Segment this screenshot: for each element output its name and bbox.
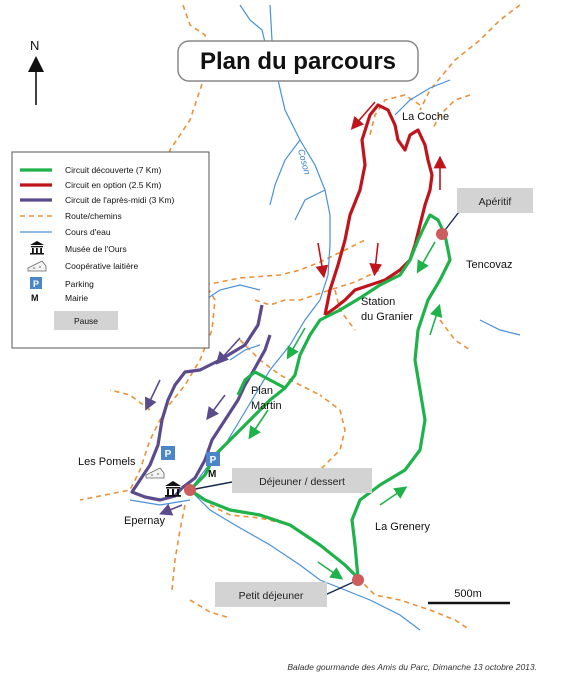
- scale-label: 500m: [454, 588, 482, 600]
- legend-green: Circuit découverte (7 Km): [65, 165, 162, 175]
- green-arrow: [286, 327, 306, 360]
- legend-pause: Pause: [74, 316, 98, 326]
- stream: [229, 344, 261, 361]
- cheese-icon: [27, 260, 47, 272]
- stream: [394, 79, 451, 116]
- purple-arrow: [144, 379, 161, 411]
- museum-icon: [30, 241, 44, 255]
- parking-icon: [161, 446, 175, 460]
- green-arrow: [248, 409, 269, 440]
- red-circuit: [323, 103, 434, 317]
- credit-line: Balade gourmande des Amis du Parc, Diman…: [287, 662, 537, 672]
- stream: [294, 189, 326, 221]
- museum-icon: [165, 481, 181, 497]
- red-arrow: [369, 242, 383, 277]
- stream: [269, 139, 301, 206]
- place-epernay: Epernay: [124, 515, 165, 527]
- map-title: Plan du parcours: [200, 48, 396, 75]
- mairie-icon: M: [208, 469, 216, 480]
- red-route: [323, 103, 434, 317]
- legend-mairie: Mairie: [65, 293, 88, 303]
- parking-icon-letter: P: [210, 455, 217, 466]
- north-label: N: [30, 38, 39, 53]
- road: [171, 504, 186, 591]
- place-plan-line1: Plan: [251, 385, 273, 397]
- road: [239, 339, 321, 396]
- road: [79, 409, 166, 501]
- legend-water: Cours d'eau: [65, 227, 111, 237]
- direction-arrows: [144, 101, 447, 580]
- place-tencovaz: Tencovaz: [466, 259, 512, 271]
- petit-dejeuner-callout: [215, 582, 327, 607]
- purple-route-b: [181, 334, 272, 490]
- legend-museum: Musée de l'Ours: [65, 244, 127, 254]
- river-label: Coson: [296, 148, 312, 176]
- place-la-grenery: La Grenery: [375, 521, 431, 533]
- aperitif-callout: [457, 188, 533, 213]
- red-arrow: [350, 101, 376, 130]
- road: [357, 577, 471, 631]
- green-arrow: [429, 303, 443, 336]
- aperitif-label: Apéritif: [479, 196, 512, 208]
- purple-arrow: [206, 394, 226, 421]
- mairie-icon: M: [31, 293, 39, 303]
- legend: Circuit découverte (7 Km) Circuit en opt…: [11, 151, 210, 349]
- road: [149, 4, 211, 201]
- road: [204, 239, 366, 286]
- road: [254, 269, 381, 306]
- stream: [204, 284, 261, 301]
- purple-arrow: [215, 337, 241, 365]
- petit-dejeuner-connector: [324, 579, 359, 596]
- pause-marker-petit-dejeuner: [352, 574, 364, 586]
- road: [149, 199, 216, 411]
- map-symbols: P P M: [145, 446, 220, 497]
- legend-pause-swatch: [54, 311, 118, 330]
- place-station-line1: Station: [361, 296, 395, 308]
- legend-roads: Route/chemins: [65, 211, 122, 221]
- red-arrow: [315, 242, 329, 279]
- green-arrow: [379, 486, 408, 506]
- place-les-pomels: Les Pomels: [78, 456, 136, 468]
- road: [369, 94, 421, 136]
- road: [209, 504, 359, 579]
- legend-purple: Circuit de l'après-midi (3 Km): [65, 195, 174, 205]
- green-spur: [236, 370, 286, 396]
- dejeuner-connector: [189, 481, 233, 491]
- legend-cheese: Coopérative laitière: [65, 261, 139, 271]
- title-box: Plan du parcours: [177, 40, 419, 82]
- dejeuner-label: Déjeuner / dessert: [259, 476, 345, 488]
- road: [419, 4, 521, 111]
- pause-marker-aperitif: [436, 228, 448, 240]
- scale-bar: 500m: [428, 588, 510, 605]
- parking-icon-letter: P: [165, 449, 172, 460]
- parking-icon: [206, 452, 220, 466]
- stream: [189, 489, 421, 631]
- legend-parking: Parking: [65, 279, 94, 289]
- petit-dejeuner-label: Petit déjeuner: [239, 590, 304, 602]
- stream: [479, 319, 521, 336]
- dejeuner-callout: [232, 468, 372, 493]
- place-labels: La Coche Tencovaz Station du Granier Pla…: [78, 111, 512, 533]
- road: [189, 599, 231, 619]
- purple-arrow: [159, 503, 183, 516]
- place-plan-line2: Martin: [251, 400, 282, 412]
- place-station-line2: du Granier: [361, 311, 413, 323]
- legend-red: Circuit en option (2.5 Km): [65, 180, 162, 190]
- road: [109, 389, 151, 411]
- parking-icon-letter: P: [33, 279, 39, 289]
- road: [431, 94, 471, 131]
- road: [439, 319, 471, 351]
- cheese-icon: [145, 467, 165, 479]
- green-arrow: [317, 561, 344, 580]
- north-arrow: N: [28, 38, 44, 105]
- pause-marker-dejeuner: [184, 484, 196, 496]
- pauses: Apéritif Déjeuner / dessert Petit déjeun…: [184, 188, 533, 607]
- parking-icon: [30, 277, 42, 289]
- green-arrow: [416, 241, 436, 274]
- place-la-coche: La Coche: [402, 111, 449, 123]
